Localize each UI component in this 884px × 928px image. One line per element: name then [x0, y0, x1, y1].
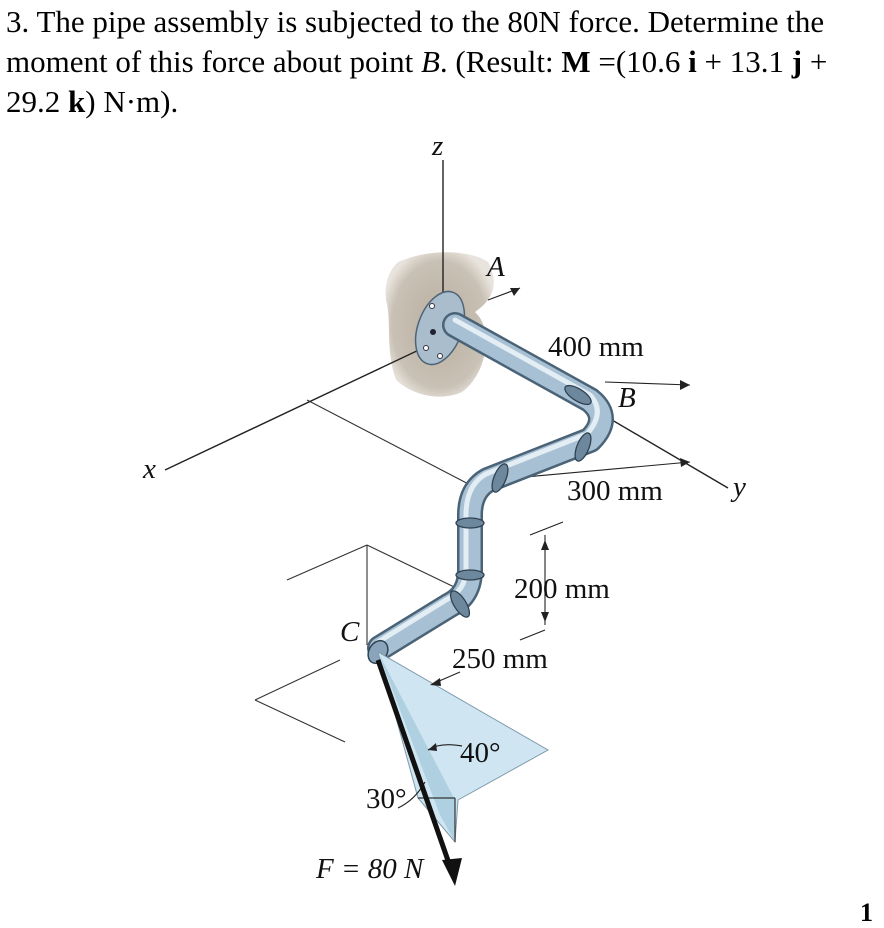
dim-400-label: 400 mm [548, 331, 644, 363]
angle-arrowhead-40 [428, 743, 437, 751]
dim-250-label: 250 mm [452, 643, 548, 675]
problem-point-b: B [420, 44, 440, 79]
dim-300-label: 300 mm [567, 475, 663, 507]
construction-lines [254, 399, 481, 743]
unit-k: k [68, 84, 86, 119]
problem-text-5: + 29.2 [6, 44, 828, 119]
x-axis-label: x [142, 453, 156, 485]
force-arrowhead [442, 858, 462, 886]
wall-flange [414, 290, 466, 366]
dim-200-label: 200 mm [514, 573, 610, 605]
force-plane [377, 650, 550, 844]
y-axis-label: y [730, 471, 746, 503]
pipe-couplings [449, 384, 592, 618]
unit-j: j [791, 44, 803, 79]
force-plane-shade [378, 652, 455, 842]
problem-text-4: + 13.1 [696, 44, 792, 79]
problem-text-6: ) N·m). [85, 84, 179, 119]
dimension-arrowheads [430, 288, 690, 686]
problem-number: 3. [6, 4, 30, 39]
page-number: 1 [860, 898, 873, 927]
angle-30-label: 30° [366, 783, 407, 815]
problem-text-3: =(10.6 [590, 44, 689, 79]
unit-i: i [688, 44, 697, 79]
point-a-label: A [485, 251, 505, 283]
point-c-label: C [340, 616, 360, 648]
problem-text-1: The pipe assembly is subjected to the 80… [6, 4, 825, 79]
point-b-label: B [618, 382, 636, 414]
z-axis-label: z [431, 130, 443, 162]
force-arrow-shaft [375, 659, 455, 873]
angle-40-label: 40° [460, 737, 501, 769]
force-label: F = 80 N [315, 853, 425, 885]
problem-statement: 3. The pipe assembly is subjected to the… [6, 2, 878, 122]
x-axis [164, 339, 441, 471]
moment-symbol: M [561, 44, 591, 79]
pipe-assembly [367, 312, 614, 661]
problem-text-2: . (Result: [439, 44, 562, 79]
